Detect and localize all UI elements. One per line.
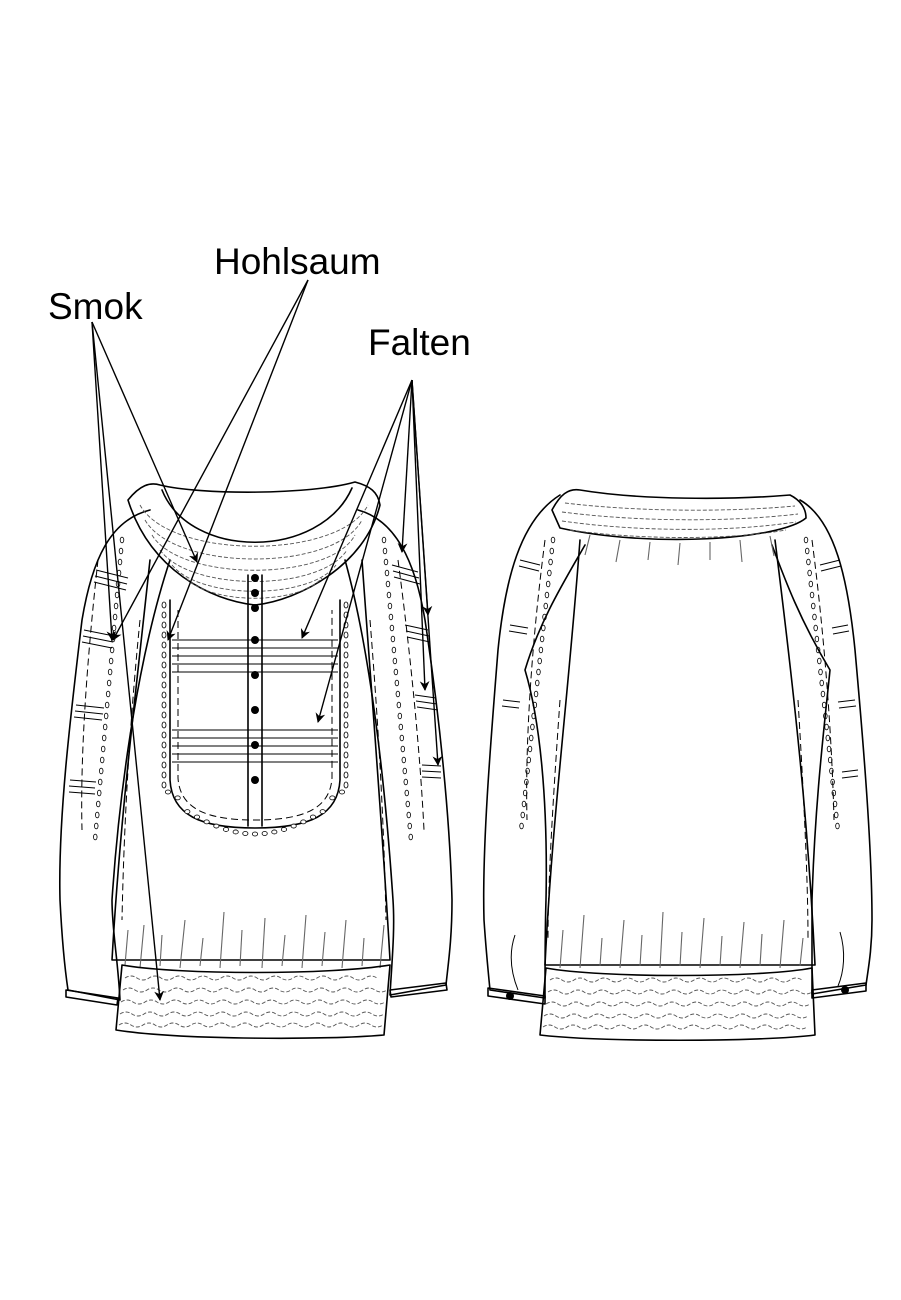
- front-view: [58, 481, 840, 1040]
- back-collar-smock-texture: [561, 502, 799, 538]
- back-right-sleeve: [771, 499, 873, 995]
- front-neckline: [161, 487, 353, 543]
- back-neck-gathers: [584, 534, 775, 566]
- leader-hohlsaum-2: [112, 279, 309, 641]
- back-hem-smock: [539, 967, 816, 1042]
- front-body-outline: [111, 559, 391, 961]
- back-hem-smock-texture: [542, 977, 813, 1030]
- front-collar-smock: [127, 481, 381, 606]
- leader-smok-2: [91, 321, 164, 1001]
- back-view: [482, 488, 873, 1042]
- leader-falten-2: [315, 379, 413, 723]
- front-left-sleeve: [58, 509, 171, 1001]
- front-bib: [169, 599, 341, 829]
- front-hem-smock: [115, 964, 391, 1040]
- leader-smok-3: [91, 321, 117, 641]
- label-hohlsaum: Hohlsaum: [214, 241, 381, 282]
- back-collar-smock: [551, 488, 807, 541]
- leader-falten-3: [397, 379, 413, 553]
- bib-hemstitch-eyelets: [93, 536, 840, 841]
- leader-hohlsaum-1: [166, 279, 309, 641]
- label-smok: Smok: [48, 286, 143, 327]
- leader-smok-1: [91, 321, 198, 563]
- front-left-sleeve-tucks: [68, 559, 129, 831]
- front-left-cuff: [65, 989, 119, 1006]
- back-body-outline: [544, 539, 816, 966]
- front-buttons: [251, 574, 259, 784]
- label-falten: Falten: [368, 322, 471, 363]
- front-right-sleeve: [344, 509, 453, 996]
- back-right-cuff-button: [841, 986, 849, 994]
- leader-lines: [91, 279, 443, 1001]
- back-sleeve-tucks: [501, 559, 859, 779]
- back-left-cuff-button: [506, 992, 514, 1000]
- collar-smock-texture: [139, 504, 369, 599]
- back-hem-gathers: [559, 911, 804, 969]
- front-right-cuff: [389, 982, 448, 998]
- front-hem-gathers: [124, 911, 385, 969]
- leader-falten-5: [411, 379, 430, 691]
- front-hem-smock-texture: [118, 975, 388, 1028]
- leader-falten-1: [300, 379, 413, 639]
- leader-falten-6: [411, 379, 443, 766]
- back-left-sleeve: [482, 494, 586, 999]
